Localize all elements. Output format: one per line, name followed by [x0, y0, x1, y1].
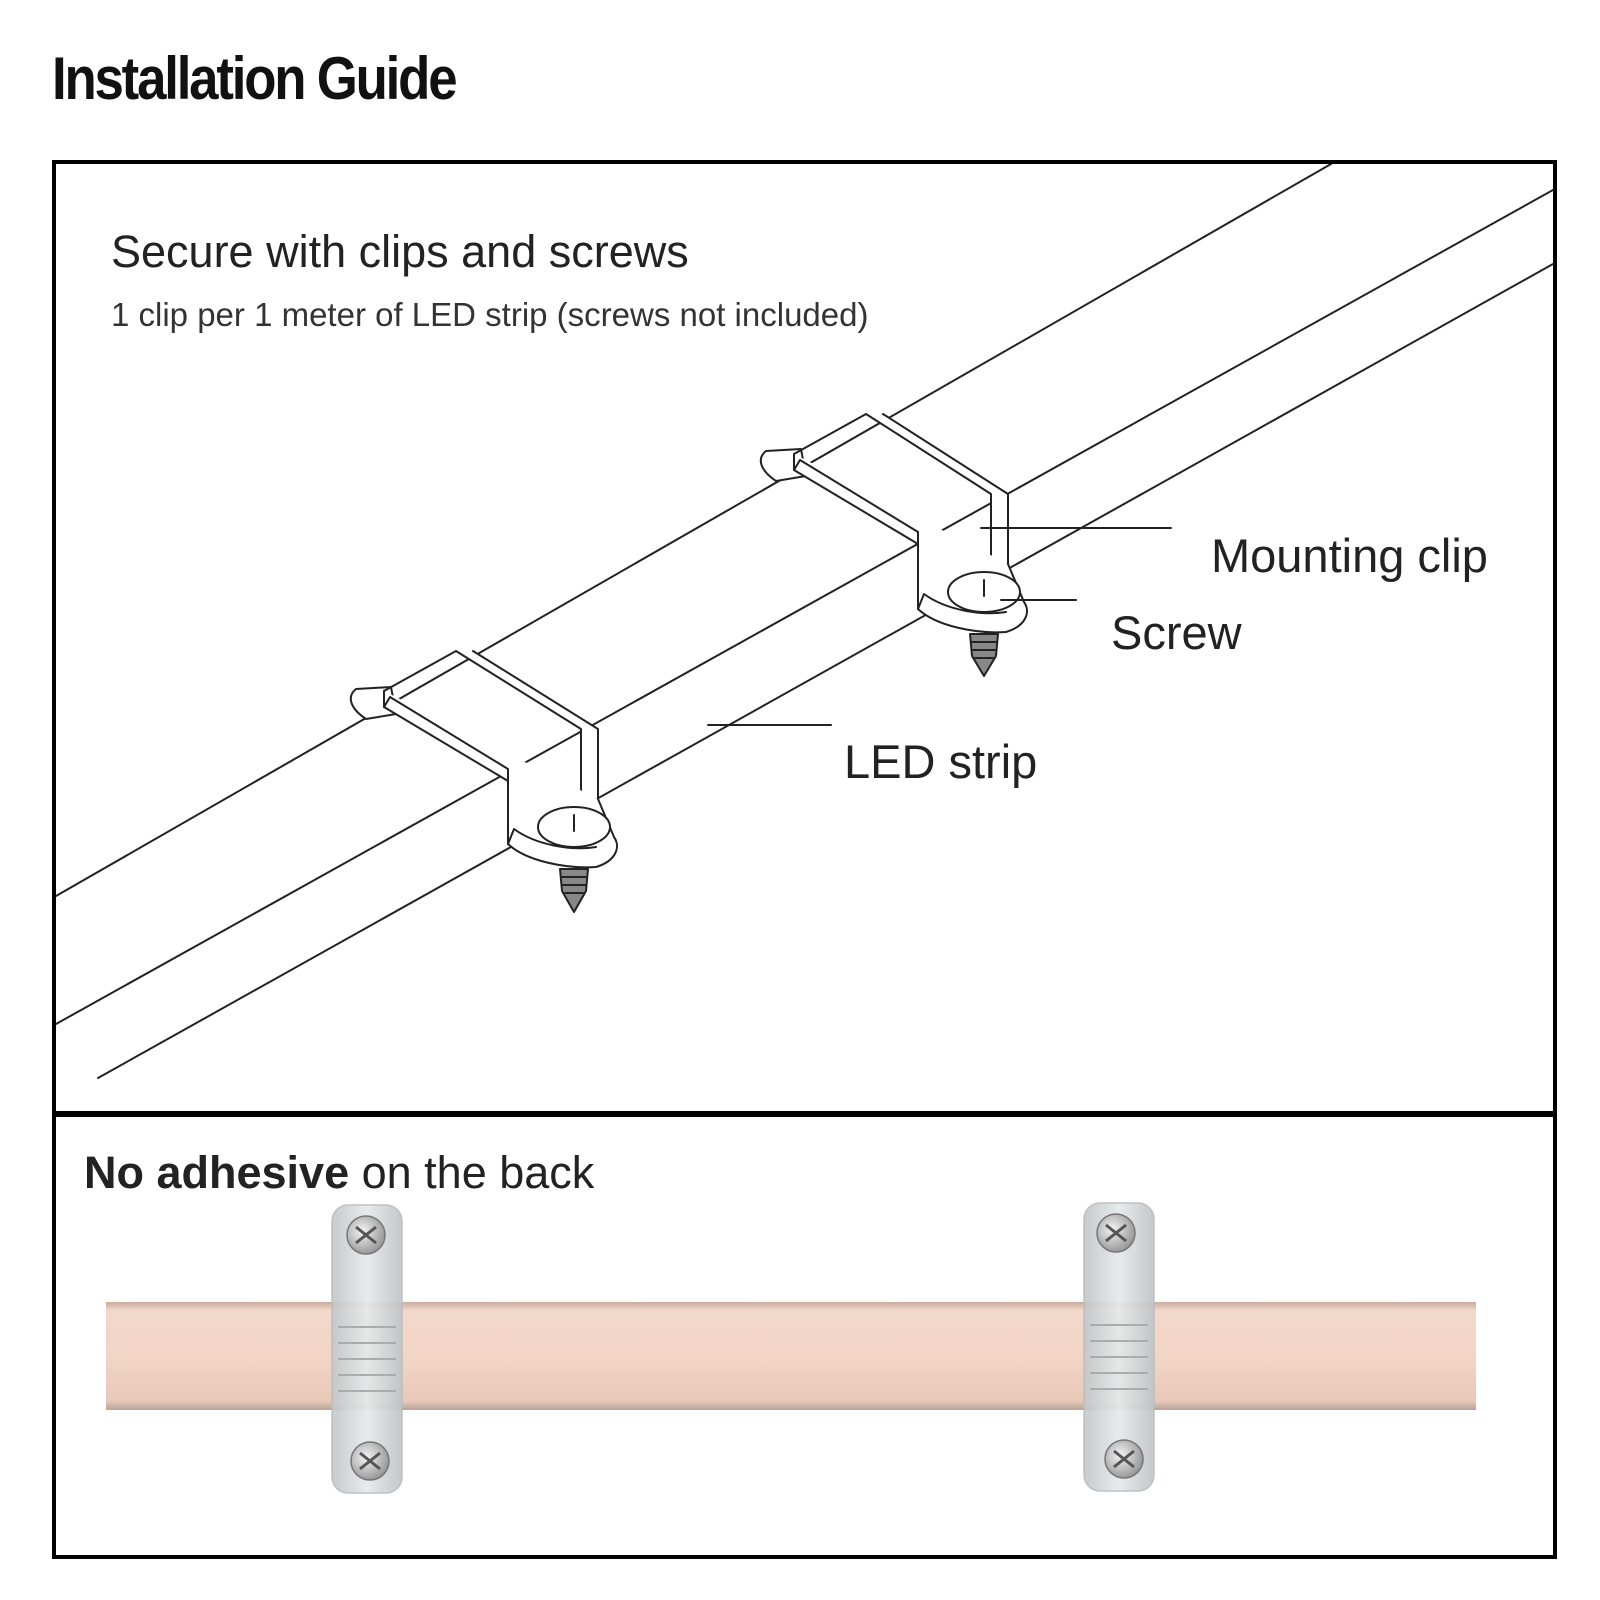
- label-mounting-clip: Mounting clip: [1211, 529, 1488, 582]
- leader-lines: [707, 527, 1172, 726]
- label-led-strip: LED strip: [844, 735, 1038, 788]
- led-strip-drawing: [56, 164, 1553, 1079]
- clip-and-screw-panel: Secure with clips and screws 1 clip per …: [52, 160, 1557, 1115]
- clip-left: [331, 1204, 403, 1494]
- led-strip: [106, 1302, 1476, 1410]
- clip-right: [1083, 1202, 1155, 1492]
- label-screw: Screw: [1111, 606, 1242, 659]
- section-subheading: 1 clip per 1 meter of LED strip (screws …: [111, 296, 869, 333]
- page-title: Installation Guide: [52, 45, 458, 112]
- line-drawing: [56, 164, 1553, 1079]
- section-heading-bottom: No adhesive on the back: [84, 1147, 594, 1199]
- screw-icon: [346, 1215, 386, 1255]
- mounting-clip-right: [759, 413, 1028, 677]
- heading-emphasis: No adhesive: [84, 1147, 350, 1198]
- no-adhesive-panel: No adhesive on the back: [52, 1113, 1557, 1559]
- screw-icon: [1104, 1439, 1144, 1479]
- screw-icon: [350, 1441, 390, 1481]
- screw-icon: [1096, 1213, 1136, 1253]
- product-photo: [106, 1202, 1476, 1494]
- mounting-clip-left: [349, 650, 618, 913]
- section-heading: Secure with clips and screws: [111, 226, 689, 277]
- heading-rest: on the back: [349, 1147, 595, 1198]
